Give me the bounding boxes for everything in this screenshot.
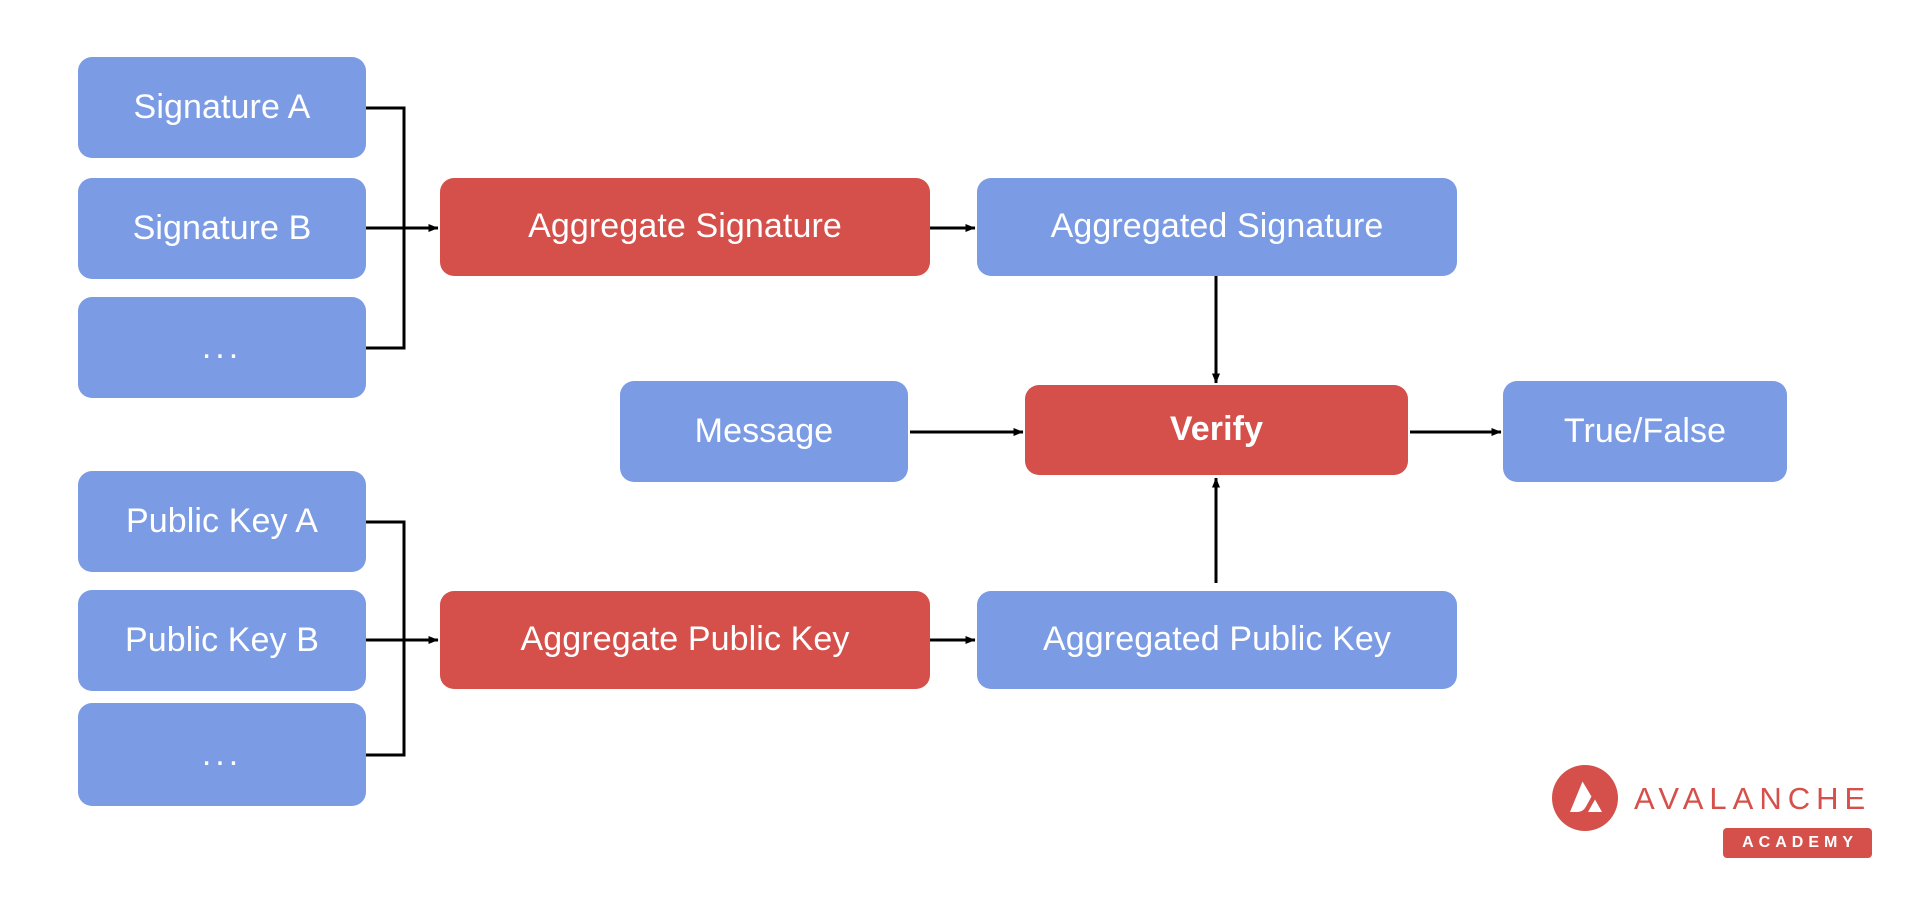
edge-public-key-more-to-aggregate	[366, 640, 406, 757]
logo-row: AVALANCHE	[1552, 765, 1871, 831]
avalanche-logo-icon	[1552, 765, 1618, 831]
node-public-key-more[interactable]: ...	[78, 703, 366, 806]
edge-public-key-a-to-aggregate	[366, 520, 406, 640]
node-message[interactable]: Message	[620, 381, 908, 482]
logo-academy-badge: ACADEMY	[1723, 828, 1872, 858]
edge-signature-a-to-aggregate	[366, 106, 406, 228]
node-signature-more[interactable]: ...	[78, 297, 366, 398]
node-public-key-a[interactable]: Public Key A	[78, 471, 366, 572]
node-true-false[interactable]: True/False	[1503, 381, 1787, 482]
node-verify[interactable]: Verify	[1025, 385, 1408, 475]
node-signature-b[interactable]: Signature B	[78, 178, 366, 279]
logo-wordmark: AVALANCHE	[1634, 780, 1872, 816]
avalanche-academy-logo[interactable]: AVALANCHE ACADEMY	[1552, 765, 1872, 870]
edge-signature-more-to-aggregate	[366, 228, 406, 350]
node-aggregate-signature[interactable]: Aggregate Signature	[440, 178, 930, 276]
node-aggregated-public-key[interactable]: Aggregated Public Key	[977, 591, 1457, 689]
node-signature-a[interactable]: Signature A	[78, 57, 366, 158]
node-public-key-b[interactable]: Public Key B	[78, 590, 366, 691]
node-aggregated-signature[interactable]: Aggregated Signature	[977, 178, 1457, 276]
node-aggregate-public-key[interactable]: Aggregate Public Key	[440, 591, 930, 689]
